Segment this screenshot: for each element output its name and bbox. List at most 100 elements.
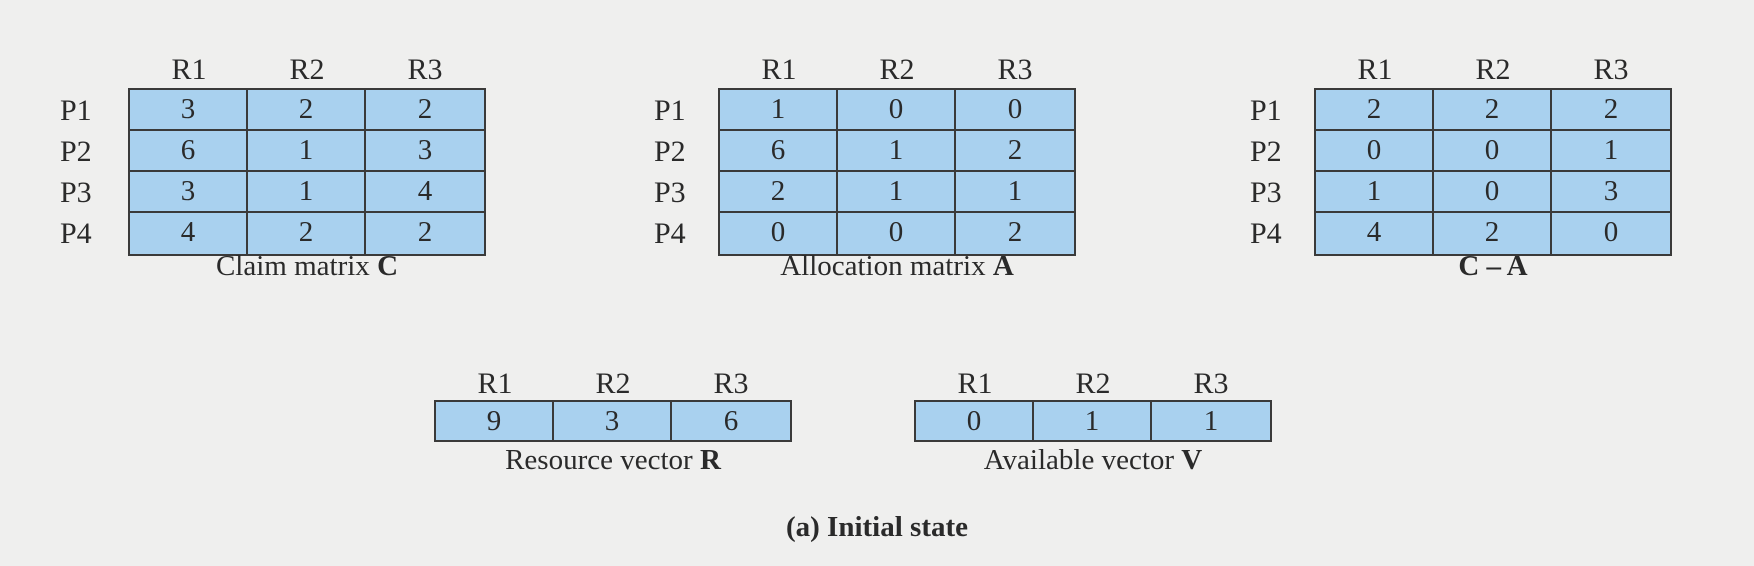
row-header-p3: P3 [60,176,92,209]
vector-cell: 3 [554,402,672,440]
matrix-cell: 2 [720,172,838,213]
column-header-r1: R1 [1357,53,1393,86]
column-header-r2: R2 [289,53,325,86]
row-header-p4: P4 [60,217,92,250]
difference-matrix-block: R1 R2 R3 P1 P2 P3 P4 2 2 2 0 0 1 1 0 3 4… [1250,50,1690,290]
caption-prefix: Available vector [983,444,1182,476]
difference-matrix-caption: C – A [1314,250,1672,283]
matrix-cell: 4 [366,172,484,213]
claim-matrix-row-headers: P1 P2 P3 P4 [60,88,120,268]
column-header-r1: R1 [957,367,993,400]
matrix-cell: 1 [838,131,956,172]
matrix-cell: 0 [956,90,1074,131]
matrix-cell: 0 [1434,131,1552,172]
matrix-cell: 2 [248,90,366,131]
matrix-cell: 2 [1434,213,1552,254]
row-header-p2: P2 [654,135,686,168]
claim-matrix-column-headers: R1 R2 R3 [130,50,490,90]
matrix-cell: 0 [1603,216,1619,248]
difference-matrix-grid: 2 2 2 0 0 1 1 0 3 4 2 0 [1314,88,1672,256]
matrix-cell: 2 [248,213,366,254]
row-header-p3: P3 [654,176,686,209]
row-header-p4: P4 [654,217,686,250]
resource-vector-column-headers: R1 R2 R3 [436,364,796,404]
caption-prefix: Claim matrix [215,250,378,282]
matrix-cell: 6 [720,131,838,172]
row-header-p1: P1 [60,94,92,127]
allocation-matrix-row-headers: P1 P2 P3 P4 [654,88,714,268]
matrix-cell: 3 [130,90,248,131]
matrix-cell: 1 [720,90,838,131]
matrix-cell: 4 [1316,213,1434,254]
allocation-matrix-block: R1 R2 R3 P1 P2 P3 P4 1 0 0 6 1 2 2 1 1 0… [654,50,1094,290]
column-header-r3: R3 [1593,53,1629,86]
caption-prefix: Resource vector [505,444,700,476]
column-header-r3: R3 [407,53,443,86]
column-header-r2: R2 [1475,53,1511,86]
vector-cell: 6 [723,405,739,437]
matrix-cell: 0 [1434,172,1552,213]
matrix-cell: 1 [838,172,956,213]
row-header-p1: P1 [654,94,686,127]
column-header-r3: R3 [713,367,749,400]
difference-matrix-column-headers: R1 R2 R3 [1316,50,1676,90]
caption-symbol: V [1181,444,1203,476]
matrix-cell: 6 [130,131,248,172]
matrix-cell: 1 [1552,131,1670,172]
matrix-cell: 1 [1316,172,1434,213]
row-header-p2: P2 [60,135,92,168]
claim-matrix-grid: 3 2 2 6 1 3 3 1 4 4 2 2 [128,88,486,256]
row-header-p4: P4 [1250,217,1282,250]
matrix-cell: 2 [1007,216,1023,248]
matrix-cell: 3 [1552,172,1670,213]
caption-symbol: C – A [1458,250,1528,282]
caption-prefix: Allocation matrix [780,250,993,282]
column-header-r2: R2 [879,53,915,86]
matrix-cell: 2 [1434,90,1552,131]
matrix-cell: 2 [956,131,1074,172]
column-header-r1: R1 [477,367,513,400]
matrix-cell: 3 [366,131,484,172]
vector-cell: 9 [436,402,554,440]
matrix-cell: 1 [248,131,366,172]
column-header-r3: R3 [997,53,1033,86]
resource-vector-grid: 9 3 6 [434,400,792,442]
available-vector-column-headers: R1 R2 R3 [916,364,1276,404]
matrix-cell: 2 [417,216,433,248]
allocation-matrix-column-headers: R1 R2 R3 [720,50,1080,90]
column-header-r1: R1 [171,53,207,86]
matrix-cell: 4 [130,213,248,254]
caption-symbol: C [377,250,399,282]
claim-matrix-caption: Claim matrix C [128,250,486,283]
matrix-cell: 1 [248,172,366,213]
matrix-cell: 0 [720,213,838,254]
available-vector-caption: Available vector V [914,444,1272,477]
column-header-r2: R2 [595,367,631,400]
matrix-cell: 0 [1316,131,1434,172]
resource-vector-block: R1 R2 R3 9 3 6 Resource vector R [434,364,804,484]
row-header-p2: P2 [1250,135,1282,168]
matrix-cell: 2 [1316,90,1434,131]
difference-matrix-row-headers: P1 P2 P3 P4 [1250,88,1310,268]
available-vector-block: R1 R2 R3 0 1 1 Available vector V [914,364,1284,484]
column-header-r2: R2 [1075,367,1111,400]
allocation-matrix-caption: Allocation matrix A [718,250,1076,283]
caption-symbol: A [992,250,1014,282]
matrix-cell: 0 [838,90,956,131]
column-header-r3: R3 [1193,367,1229,400]
matrix-cell: 2 [1552,90,1670,131]
column-header-r1: R1 [761,53,797,86]
claim-matrix-block: R1 R2 R3 P1 P2 P3 P4 3 2 2 6 1 3 3 1 4 4… [60,50,486,290]
figure-caption-text: Initial state [827,511,969,543]
figure-caption-label: (a) [785,511,820,543]
available-vector-grid: 0 1 1 [914,400,1272,442]
caption-symbol: R [699,444,721,476]
matrix-cell: 0 [838,213,956,254]
matrix-cell: 3 [130,172,248,213]
allocation-matrix-grid: 1 0 0 6 1 2 2 1 1 0 0 2 [718,88,1076,256]
row-header-p1: P1 [1250,94,1282,127]
vector-cell: 0 [916,402,1034,440]
vector-cell: 1 [1203,405,1219,437]
matrix-cell: 2 [366,90,484,131]
resource-vector-caption: Resource vector R [434,444,792,477]
